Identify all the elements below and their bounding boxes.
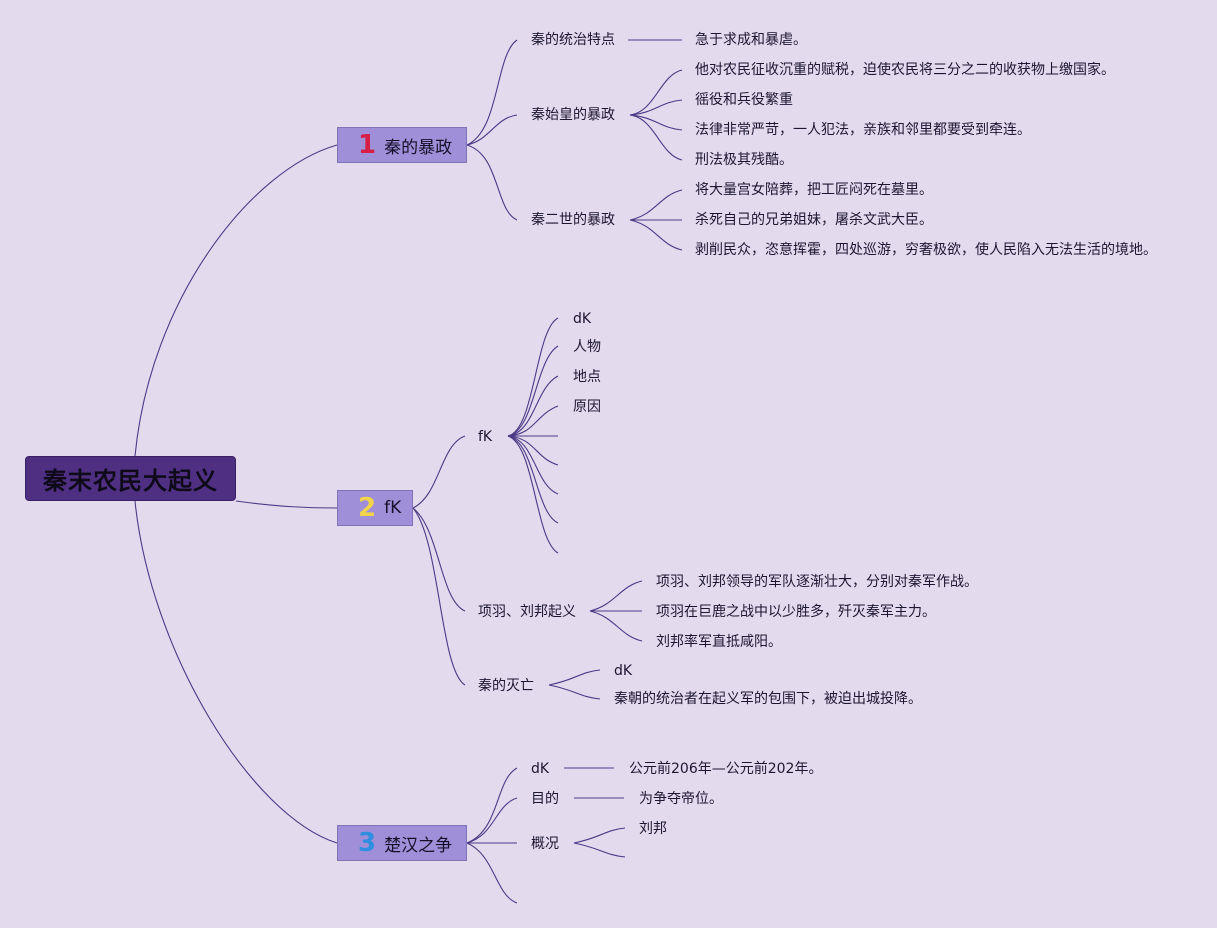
branch-title: fK <box>384 498 402 518</box>
branch-node-qin-tyranny[interactable]: 1 秦的暴政 <box>337 127 467 163</box>
link-b1-features <box>466 39 518 146</box>
leaf-fall-item[interactable]: dK <box>614 663 633 679</box>
leaf-outbreak-item[interactable]: 地点 <box>573 369 601 385</box>
leaf-war-time-detail[interactable]: 公元前206年—公元前202年。 <box>629 761 823 777</box>
leaf-qes-item[interactable]: 剥削民众，恣意挥霍，四处巡游，穷奢极欲，使人民陷入无法生活的境地。 <box>695 242 1157 258</box>
leaf-outbreak-item[interactable]: 人物 <box>573 339 601 355</box>
leaf-outbreak-item[interactable]: dK <box>573 311 592 327</box>
leaf-qsh-item[interactable]: 他对农民征收沉重的赋税，迫使农民将三分之二的收获物上缴国家。 <box>695 62 1115 78</box>
node-uprising-outbreak[interactable]: fK <box>478 429 493 445</box>
link-b2-sub2 <box>412 507 466 612</box>
node-war-time[interactable]: dK <box>531 761 550 777</box>
branch-title: 秦的暴政 <box>384 137 453 158</box>
leaf-qsh-item[interactable]: 徭役和兵役繁重 <box>695 92 793 108</box>
link-b1-qsh <box>466 114 518 146</box>
node-xiangyu-liubang-uprising[interactable]: 项羽、刘邦起义 <box>478 604 576 620</box>
node-qin-fall[interactable]: 秦的灭亡 <box>478 678 534 694</box>
link-b1-qes <box>466 144 518 221</box>
root-node[interactable]: 秦末农民大起义 <box>25 456 236 501</box>
leaf-fall-item[interactable]: 秦朝的统治者在起义军的包围下，被迫出城投降。 <box>614 691 922 707</box>
link-b2-sub3 <box>412 507 466 686</box>
leaf-qes-item[interactable]: 杀死自己的兄弟姐妹，屠杀文武大臣。 <box>695 212 933 228</box>
leaf-qin-rule-detail[interactable]: 急于求成和暴虐。 <box>695 32 807 48</box>
node-qinshihuang-tyranny[interactable]: 秦始皇的暴政 <box>531 107 615 123</box>
number-badge-3: 3 <box>358 828 377 858</box>
leaf-overview-item[interactable]: 刘邦 <box>639 821 667 837</box>
leaf-outbreak-item[interactable]: 原因 <box>573 399 601 415</box>
node-qin-ershi-tyranny[interactable]: 秦二世的暴政 <box>531 212 615 228</box>
number-badge-1: 1 <box>358 130 377 160</box>
leaf-qsh-item[interactable]: 法律非常严苛，一人犯法，亲族和邻里都要受到牵连。 <box>695 122 1031 138</box>
branch-title: 楚汉之争 <box>384 835 453 856</box>
leaf-qsh-item[interactable]: 刑法极其残酷。 <box>695 152 793 168</box>
branch-node-chu-han-war[interactable]: 3 楚汉之争 <box>337 825 467 861</box>
link-root-b2 <box>235 500 338 509</box>
link-root-b1 <box>134 144 338 457</box>
leaf-xl-item[interactable]: 项羽、刘邦领导的军队逐渐壮大，分别对秦军作战。 <box>656 574 978 590</box>
link-b3-empty <box>466 842 518 904</box>
branch-node-uprising[interactable]: 2 fK <box>337 490 413 526</box>
link-b3-goal <box>466 797 518 844</box>
link-b3-time <box>466 767 518 844</box>
leaf-war-goal-detail[interactable]: 为争夺帝位。 <box>639 791 723 807</box>
leaf-xl-item[interactable]: 刘邦率军直抵咸阳。 <box>656 634 782 650</box>
link-root-b3 <box>134 500 338 844</box>
leaf-xl-item[interactable]: 项羽在巨鹿之战中以少胜多，歼灭秦军主力。 <box>656 604 936 620</box>
link-b2-sub1 <box>412 435 466 509</box>
node-war-goal[interactable]: 目的 <box>531 791 559 807</box>
node-war-overview[interactable]: 概况 <box>531 836 559 852</box>
number-badge-2: 2 <box>358 493 377 523</box>
leaf-qes-item[interactable]: 将大量宫女陪葬，把工匠闷死在墓里。 <box>695 182 933 198</box>
node-qin-rule-features[interactable]: 秦的统治特点 <box>531 32 615 48</box>
